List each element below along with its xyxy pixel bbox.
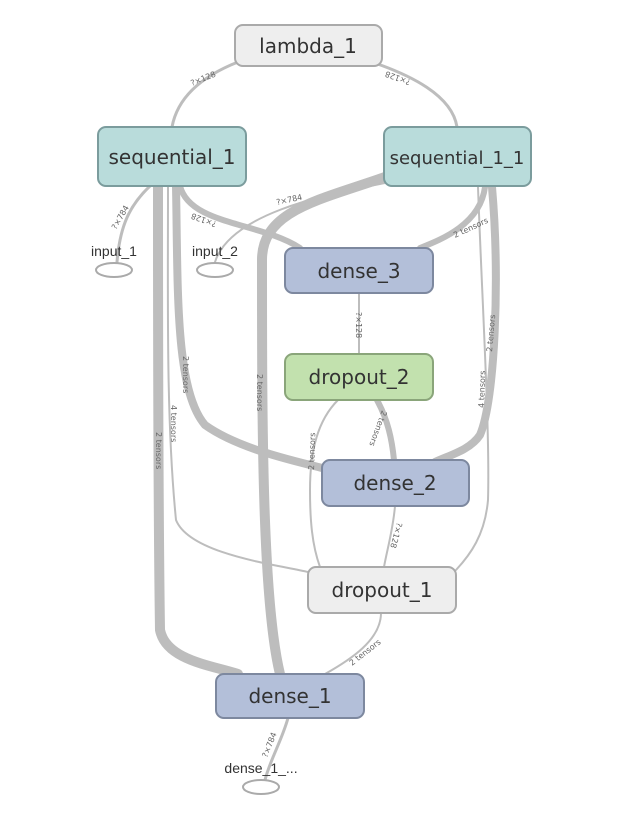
edge-label: 2 tensors	[154, 432, 163, 469]
io-ellipse	[196, 262, 234, 278]
node-lambda-1[interactable]: lambda_1	[234, 24, 383, 67]
node-sequential-1-1[interactable]: sequential_1_1	[383, 126, 532, 187]
edge-label: 2 tensors	[255, 374, 264, 411]
io-label: dense_1_...	[224, 760, 297, 776]
edge-label: 2 tensors	[348, 638, 383, 668]
io-ellipse	[242, 779, 280, 795]
edge-sequential-1-1-dense-3[interactable]	[417, 184, 488, 251]
node-box	[234, 24, 383, 67]
node-label: dropout_1	[332, 578, 433, 602]
node-dropout-2[interactable]: dropout_2	[284, 353, 434, 401]
io-node-dense-1-output[interactable]: dense_1_...	[224, 760, 298, 795]
edge-dropout-2-dense-2[interactable]	[374, 397, 397, 463]
io-node-input-2[interactable]: input_2	[192, 243, 238, 278]
node-label: lambda_1	[259, 34, 357, 58]
edge-sequential-1-1-dropout-1[interactable]	[455, 186, 490, 571]
edge-sequential-1-dense-1[interactable]	[153, 181, 243, 679]
node-dense-2[interactable]: dense_2	[321, 459, 470, 507]
node-label: dense_3	[317, 259, 400, 283]
edge-label: 2 tensors	[181, 356, 190, 393]
node-box	[284, 353, 434, 401]
node-dropout-1[interactable]: dropout_1	[307, 566, 457, 614]
node-dense-3[interactable]: dense_3	[284, 247, 434, 294]
node-box	[321, 459, 470, 507]
edge-label: ?×128	[354, 312, 363, 338]
edge-label: 2 tensors	[485, 314, 497, 352]
edge-sequential-1-dense-3[interactable]	[177, 183, 303, 251]
edge-label: ?×784	[261, 731, 279, 759]
node-box	[97, 126, 247, 187]
node-box	[383, 126, 532, 187]
edge-dense-2-dropout-1[interactable]	[383, 505, 396, 568]
node-label: sequential_1_1	[390, 148, 525, 169]
edge-dropout-1-dense-1[interactable]	[324, 612, 382, 675]
edge-sequential-1-dense-2[interactable]	[172, 182, 326, 472]
node-sequential-1[interactable]: sequential_1	[97, 126, 247, 187]
node-label: sequential_1	[108, 145, 235, 169]
node-dense-1[interactable]: dense_1	[215, 673, 365, 719]
edge-label: ?×128	[189, 70, 217, 88]
node-box	[307, 566, 457, 614]
io-node-input-1[interactable]: input_1	[91, 243, 137, 278]
edge-dense-1-output[interactable]	[263, 716, 290, 782]
edge-sequential-1-dropout-1[interactable]	[166, 185, 309, 573]
edge-lambda-sequential-1[interactable]	[170, 60, 240, 129]
edge-dropout-2-dropout-1[interactable]	[308, 399, 339, 568]
io-label: input_1	[91, 243, 137, 259]
io-nodes: input_1 input_2 dense_1_...	[91, 243, 298, 795]
edge-label: 4 tensors	[169, 405, 178, 442]
edges	[115, 60, 500, 782]
nodes: lambda_1 sequential_1 sequential_1_1 den…	[97, 24, 532, 719]
edge-sequential-1-input-1[interactable]	[115, 184, 152, 264]
edge-label: 2 tensors	[307, 432, 317, 470]
node-label: dense_1	[248, 684, 331, 708]
node-box	[284, 247, 434, 294]
io-ellipse	[95, 262, 133, 278]
edge-label: 4 tensors	[477, 370, 487, 408]
edge-lambda-sequential-1-1[interactable]	[370, 60, 459, 129]
node-box	[215, 673, 365, 719]
node-label: dense_2	[353, 471, 436, 495]
node-label: dropout_2	[309, 365, 410, 389]
edge-sequential-1-1-dense-1[interactable]	[256, 172, 390, 679]
io-label: input_2	[192, 243, 238, 259]
